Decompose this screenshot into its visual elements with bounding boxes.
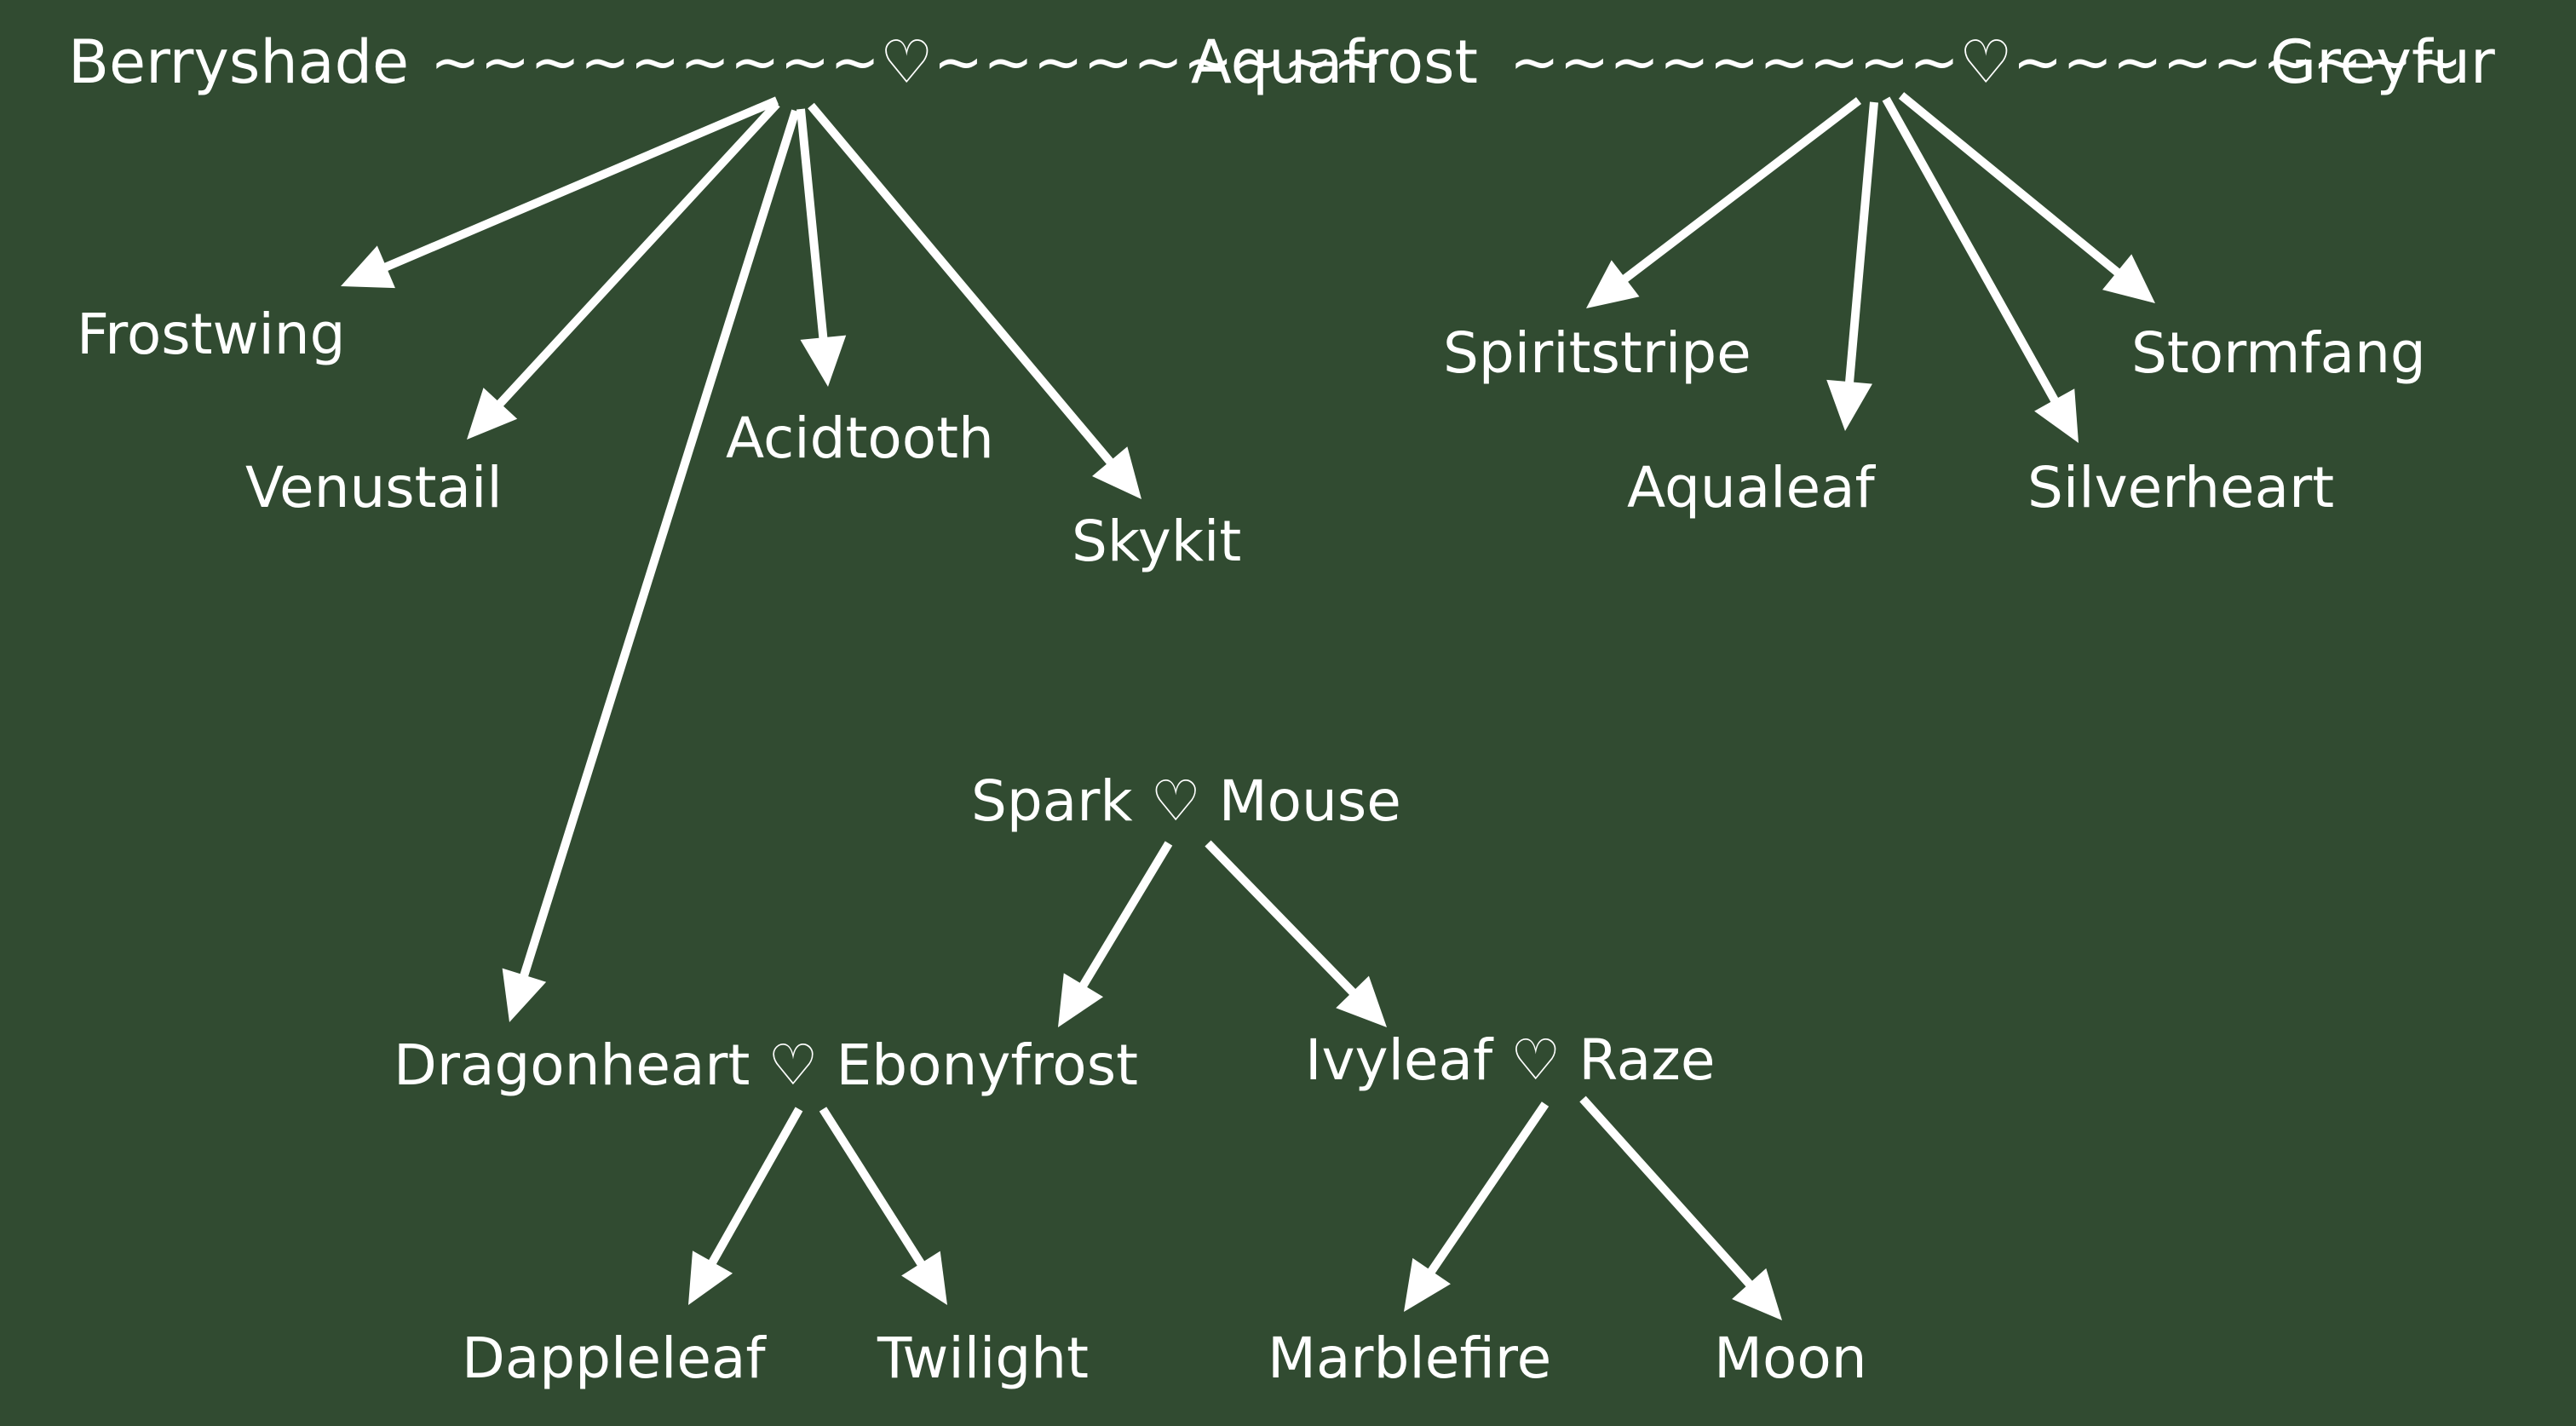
arrow-to-aqualeaf-shaft xyxy=(1844,101,1878,386)
kit-moon: Moon xyxy=(1714,1325,1867,1391)
arrow-to-silverheart-shaft xyxy=(1882,96,2061,405)
parent-greyfur: Greyfur xyxy=(2270,27,2495,97)
arrow-to-acidtooth xyxy=(796,108,847,387)
pair-spark-mouse: Spark ♡ Mouse xyxy=(971,768,1401,834)
arrow-to-silverheart xyxy=(1882,96,2079,443)
arrow-to-marblefire-head xyxy=(1404,1257,1451,1312)
arrow-to-frostwing-shaft xyxy=(381,96,779,273)
kit-marblefire: Marblefire xyxy=(1268,1325,1552,1391)
pair-ivyleaf-raze: Ivyleaf ♡ Raze xyxy=(1305,1027,1716,1093)
kit-spiritstripe: Spiritstripe xyxy=(1443,320,1751,386)
arrow-to-dappleleaf-shaft xyxy=(707,1107,803,1268)
arrow-to-ebonyfrost-shaft xyxy=(1078,841,1173,991)
arrow-to-spiritstripe xyxy=(1586,97,1862,308)
arrow-to-silverheart-head xyxy=(2034,388,2079,443)
arrow-to-venustail-head xyxy=(467,388,518,440)
arrow-to-moon xyxy=(1579,1095,1782,1320)
arrow-to-ivyleaf-head xyxy=(1336,975,1387,1027)
kit-stormfang: Stormfang xyxy=(2131,320,2426,386)
arrow-to-dragonheart-head xyxy=(502,968,547,1022)
kit-twilight: Twilight xyxy=(877,1325,1089,1391)
arrow-to-dappleleaf-head xyxy=(688,1251,733,1305)
kit-dappleleaf: Dappleleaf xyxy=(462,1325,766,1391)
arrow-to-acidtooth-shaft xyxy=(796,108,828,342)
arrow-to-skykit-shaft xyxy=(808,102,1116,467)
arrow-to-dragonheart-shaft xyxy=(519,109,800,980)
arrow-to-stormfang-shaft xyxy=(1898,92,2123,278)
parent-aquafrost: Aquafrost xyxy=(1191,27,1478,97)
arrow-to-aqualeaf-head xyxy=(1826,379,1872,431)
parent-berryshade: Berryshade xyxy=(68,27,410,97)
arrow-to-twilight-shaft xyxy=(819,1107,927,1269)
arrow-to-skykit xyxy=(808,102,1141,499)
arrow-to-frostwing-head xyxy=(341,245,395,289)
kit-skykit: Skykit xyxy=(1072,509,1242,574)
arrow-to-acidtooth-head xyxy=(800,335,847,387)
arrow-to-aqualeaf xyxy=(1826,101,1878,431)
arrow-to-ivyleaf-shaft xyxy=(1205,840,1358,998)
arrow-to-frostwing xyxy=(341,96,779,289)
arrow-to-venustail xyxy=(467,101,780,440)
arrow-to-ivyleaf xyxy=(1205,840,1387,1027)
arrow-to-marblefire-shaft xyxy=(1426,1101,1550,1277)
arrow-to-skykit-head xyxy=(1092,446,1141,499)
arrow-to-stormfang-head xyxy=(2102,254,2155,303)
arrow-to-twilight-head xyxy=(901,1251,947,1305)
arrow-to-spiritstripe-head xyxy=(1586,260,1640,308)
arrow-to-dappleleaf xyxy=(688,1107,803,1305)
kit-silverheart: Silverheart xyxy=(2027,455,2335,520)
arrow-to-moon-head xyxy=(1732,1268,1782,1320)
arrow-to-ebonyfrost-head xyxy=(1058,973,1104,1027)
arrow-to-venustail-shaft xyxy=(494,101,780,409)
kit-acidtooth: Acidtooth xyxy=(726,405,994,471)
arrow-to-stormfang xyxy=(1898,92,2155,303)
arrow-to-twilight xyxy=(819,1107,947,1305)
kit-venustail: Venustail xyxy=(245,455,503,520)
arrow-to-marblefire xyxy=(1404,1101,1550,1312)
pair-dragonheart-ebonyfrost: Dragonheart ♡ Ebonyfrost xyxy=(394,1032,1138,1098)
mating-line-right: ~~~~~~~~~♡~~~~~~~~~ xyxy=(1509,27,2463,97)
mating-line-left: ~~~~~~~~~♡~~~~~~~~~ xyxy=(430,27,1383,97)
kit-aqualeaf: Aqualeaf xyxy=(1627,455,1875,520)
arrow-to-dragonheart xyxy=(502,109,800,1022)
arrow-to-moon-shaft xyxy=(1579,1095,1755,1290)
kit-frostwing: Frostwing xyxy=(77,302,346,367)
arrow-to-ebonyfrost xyxy=(1058,841,1173,1027)
arrow-to-spiritstripe-shaft xyxy=(1619,97,1862,285)
